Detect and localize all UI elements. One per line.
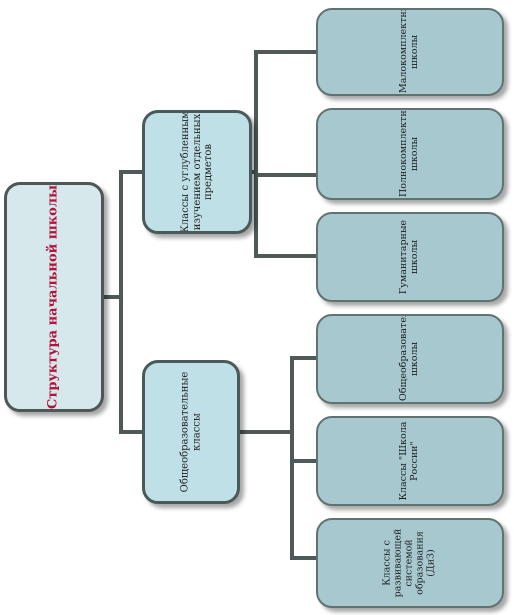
branch-node-label: Классы с углубленным изучением отдельных…	[179, 111, 214, 233]
branch-node-advanced-classes: Классы с углубленным изучением отдельных…	[142, 110, 252, 234]
leaf-node-label: Классы "Школа России"	[398, 421, 420, 501]
leaf-node-small-schools: Малокомплектные школы	[316, 8, 504, 96]
leaf-node-school-of-russia: Классы "Школа России"	[316, 416, 504, 506]
branch-node-general-classes: Общеобразовательные классы	[142, 360, 240, 504]
leaf-node-label: Общеобразовательные школы	[398, 314, 420, 401]
leaf-node-humanities-schools: Гуманитарные школы	[316, 212, 504, 302]
leaf-node-label: Малокомплектные школы	[398, 8, 420, 93]
leaf-node-label: Полнокомплектные школы	[398, 108, 420, 197]
leaf-node-general-schools: Общеобразовательные школы	[316, 314, 504, 404]
root-node-label: Структура начальной школы	[45, 184, 61, 410]
leaf-node-label: Гуманитарные школы	[398, 219, 420, 295]
root-node: Структура начальной школы	[4, 182, 104, 412]
branch-node-label: Общеобразовательные классы	[179, 371, 203, 493]
leaf-node-developmental-classes: Классы с развивающей системой образовани…	[316, 518, 504, 608]
leaf-node-full-schools: Полнокомплектные школы	[316, 108, 504, 200]
leaf-node-label: Классы с развивающей системой образовани…	[381, 528, 437, 598]
